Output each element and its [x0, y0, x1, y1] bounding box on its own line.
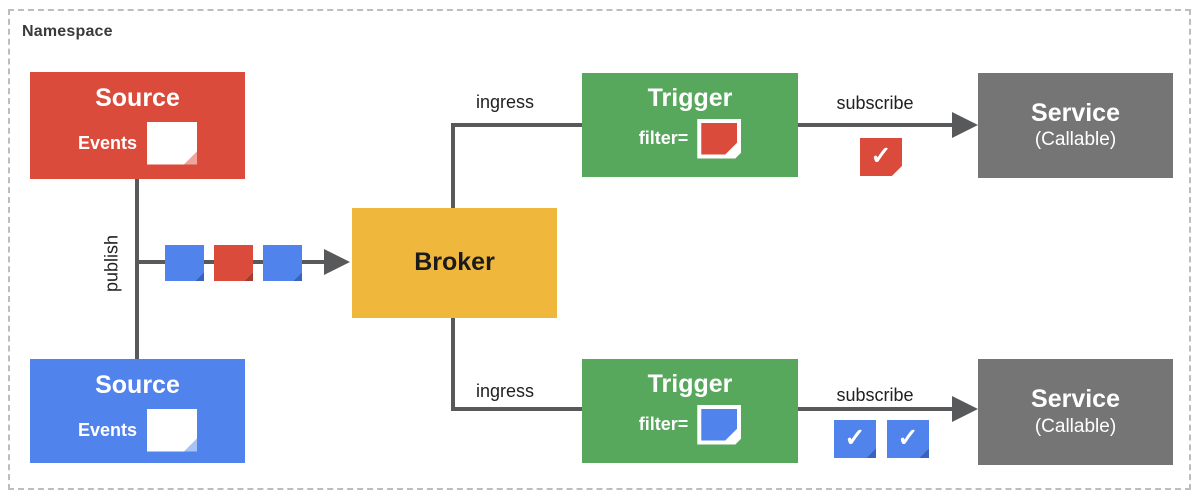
note-body: [147, 122, 197, 165]
service-title: Service: [1031, 98, 1120, 127]
service-node-top: Service (Callable): [978, 73, 1173, 178]
broker-to-trigger-bottom-hline: [451, 407, 582, 411]
filter-note-icon-blue: [697, 405, 741, 445]
subscribe-bottom-line: [798, 407, 952, 411]
note-fold: [195, 272, 204, 281]
broker-to-trigger-top-hline: [451, 123, 582, 127]
trigger-title: Trigger: [647, 84, 733, 112]
event-note-icon: [147, 409, 198, 452]
event-note-icon: [165, 245, 204, 281]
source-node-blue: Source Events: [30, 359, 245, 463]
events-row: Events: [77, 409, 198, 452]
events-row: Events: [77, 122, 198, 165]
service-subtitle: (Callable): [1034, 129, 1117, 151]
broker-title: Broker: [414, 248, 495, 277]
broker-to-trigger-top-vline: [451, 123, 455, 209]
note-body: [834, 420, 876, 458]
note-fold: [892, 166, 902, 176]
note-body: [860, 138, 902, 176]
note-fold: [919, 448, 929, 458]
service-node-bottom: Service (Callable): [978, 359, 1173, 465]
note-body: [165, 245, 204, 281]
note-fold: [244, 272, 253, 281]
checkmark-icon: ✓: [844, 423, 866, 452]
broker-to-trigger-bottom-vline: [451, 318, 455, 411]
subscribe-bottom-arrowhead-icon: [952, 396, 978, 422]
event-note-icon: [147, 122, 198, 165]
filter-row: filter=: [639, 405, 742, 445]
publish-label: publish: [101, 234, 122, 293]
ingress-top-label: ingress: [475, 92, 535, 112]
events-label: Events: [77, 132, 138, 153]
source-title: Source: [95, 371, 180, 399]
note-body: [263, 245, 302, 281]
source-node-red: Source Events: [30, 72, 245, 179]
namespace-label: Namespace: [22, 23, 113, 40]
namespace-boundary: [8, 9, 1191, 490]
checked-event-note-icon: ✓: [860, 138, 902, 176]
subscribe-top-arrowhead-icon: [952, 112, 978, 138]
trigger-title: Trigger: [647, 370, 733, 398]
checked-event-note-icon: ✓: [887, 420, 929, 458]
subscribe-top-label: subscribe: [836, 93, 914, 113]
broker-node: Broker: [352, 208, 557, 318]
service-title: Service: [1031, 385, 1120, 414]
subscribe-top-line: [798, 123, 952, 127]
publish-arrowhead-icon: [324, 249, 350, 275]
ingress-bottom-label: ingress: [475, 381, 535, 401]
note-body: [147, 409, 197, 452]
events-label: Events: [77, 419, 138, 440]
filter-row: filter=: [639, 119, 742, 159]
note-fold: [866, 448, 876, 458]
checked-event-note-icon: ✓: [834, 420, 876, 458]
checkmark-icon: ✓: [870, 141, 892, 170]
trigger-node-bottom: Trigger filter=: [582, 359, 798, 463]
note-body: [214, 245, 253, 281]
checkmark-icon: ✓: [897, 423, 919, 452]
sources-connector-line: [135, 179, 139, 360]
trigger-node-top: Trigger filter=: [582, 73, 798, 177]
filter-label: filter=: [638, 128, 689, 148]
filter-note-icon-red: [697, 119, 741, 159]
event-note-icon: [263, 245, 302, 281]
event-note-icon: [214, 245, 253, 281]
source-title: Source: [95, 84, 180, 112]
note-body: [887, 420, 929, 458]
filter-label: filter=: [638, 414, 689, 434]
subscribe-bottom-label: subscribe: [836, 385, 914, 405]
note-fold: [293, 272, 302, 281]
service-subtitle: (Callable): [1034, 415, 1117, 437]
